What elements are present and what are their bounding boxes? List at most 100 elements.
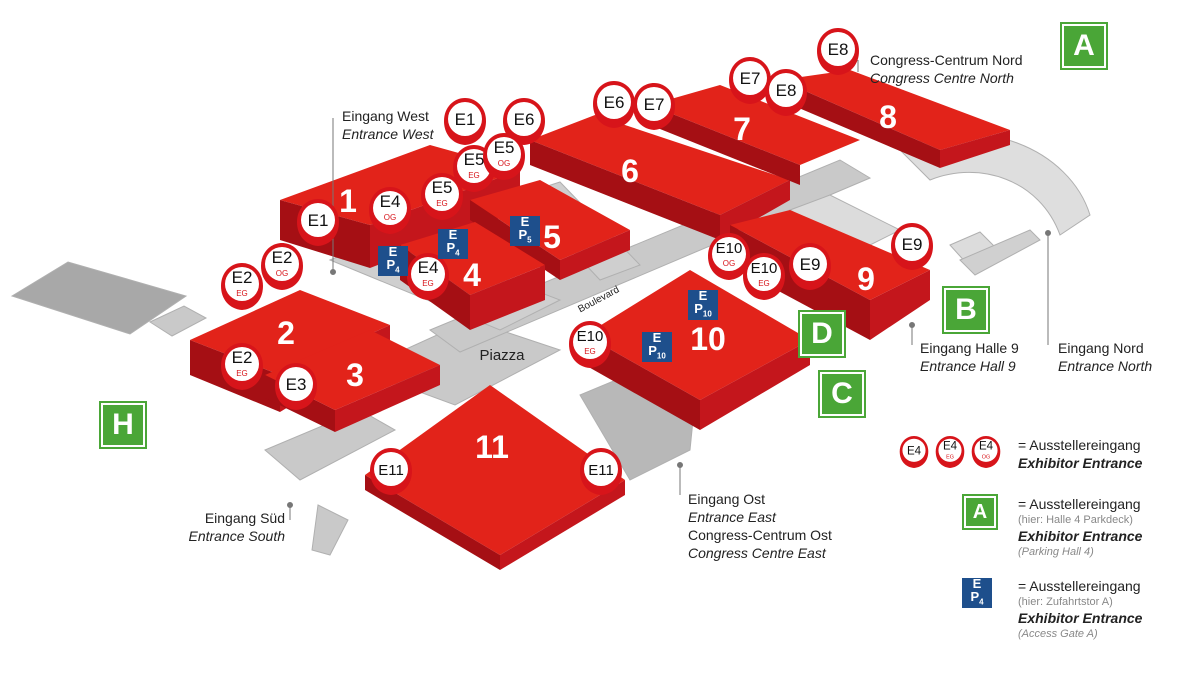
hall-5-number: 5 [543, 219, 561, 255]
pin-e6b-label: E6 [514, 110, 535, 129]
label-entrance-west: Eingang West Entrance West [342, 108, 434, 142]
pin-e5eg1-label: E5 [464, 150, 485, 169]
bridge-west [148, 305, 208, 337]
entrance-h[interactable]: H [99, 401, 147, 449]
pin-e5og-label: E5 [494, 138, 515, 157]
legend-pins-text: = Ausstellereingang Exhibitor Entrance [1018, 437, 1143, 471]
hall-7-number: 7 [733, 111, 751, 147]
pin-e9a[interactable]: E9 [789, 243, 831, 290]
pin-e4og-floor: OG [384, 213, 396, 222]
pin-e9b[interactable]: E9 [891, 223, 933, 270]
legend-pin-2-floor: OG [982, 454, 990, 460]
parking-p4b[interactable]: E P4 [438, 228, 468, 259]
pin-e5eg2-label: E5 [432, 178, 453, 197]
pin-e7b-label: E7 [644, 95, 665, 114]
legend-entrance-letter: A [962, 494, 998, 530]
pin-e8b[interactable]: E8 [765, 69, 807, 116]
pin-e10eg2-floor: EG [584, 347, 596, 356]
entrance-d[interactable]: D [798, 310, 846, 358]
parking-p10b[interactable]: E P10 [642, 331, 672, 362]
hall-7[interactable] [650, 85, 860, 185]
hall-8[interactable] [780, 70, 1010, 168]
legend-pin-0[interactable]: E4 [899, 436, 929, 468]
pin-e4eg-label: E4 [418, 258, 439, 277]
pin-e11b[interactable]: E11 [580, 448, 622, 495]
pin-e11b-label: E11 [588, 462, 614, 479]
pin-e6a[interactable]: E6 [593, 81, 635, 128]
hall-10[interactable] [585, 270, 810, 430]
hall-4-number: 4 [463, 257, 481, 293]
pin-e5og-floor: OG [498, 159, 510, 168]
hall-6-number: 6 [621, 153, 639, 189]
entrance-a[interactable]: A [1060, 22, 1108, 70]
label-entrance-south: Eingang Süd Entrance South [188, 510, 285, 544]
pin-e9a-label: E9 [800, 255, 821, 274]
pin-e3-label: E3 [286, 375, 307, 394]
pin-e8b-label: E8 [776, 81, 797, 100]
pin-e4og-label: E4 [380, 192, 401, 211]
pin-e1a[interactable]: E1 [444, 98, 486, 145]
legend-letter-text: = Ausstellereingang (hier: Halle 4 Parkd… [1018, 496, 1143, 558]
parking-p5[interactable]: E P5 [510, 215, 540, 246]
parking-p4a[interactable]: E P4 [378, 245, 408, 276]
hall-2-number: 2 [277, 315, 295, 351]
halls [190, 70, 1010, 570]
south-stair [311, 504, 349, 556]
legend-parking-marker: E P4 [962, 577, 992, 608]
pin-e1b[interactable]: E1 [297, 199, 339, 246]
label-congress-centre-north: Congress-Centrum Nord Congress Centre No… [870, 52, 1023, 86]
pin-e2eg1-floor: EG [236, 289, 248, 298]
pin-e10og-floor: OG [723, 259, 735, 268]
pin-e4eg-floor: EG [422, 279, 434, 288]
entrance-c[interactable]: C [818, 370, 866, 418]
parking-p10a[interactable]: E P10 [688, 289, 718, 320]
pin-e6b[interactable]: E6 [503, 98, 545, 145]
pin-e2eg2-floor: EG [236, 369, 248, 378]
pin-e8[interactable]: E8 [817, 28, 859, 75]
legend-pin-1-floor: EG [946, 454, 954, 460]
pin-e8-label: E8 [828, 40, 849, 59]
pin-e10og-label: E10 [716, 240, 743, 257]
hall-11[interactable] [365, 385, 625, 570]
pin-e2og-floor: OG [276, 269, 288, 278]
pin-e9b-label: E9 [902, 235, 923, 254]
pin-e6a-label: E6 [604, 93, 625, 112]
pin-e3[interactable]: E3 [275, 363, 317, 410]
pin-e2eg1-label: E2 [232, 268, 253, 287]
entrance-b[interactable]: B [942, 286, 990, 334]
label-entrance-hall9: Eingang Halle 9 Entrance Hall 9 [920, 340, 1019, 374]
hall-1-number: 1 [339, 183, 357, 219]
legend-parking-text: = Ausstellereingang (hier: Zufahrtstor A… [1018, 578, 1143, 640]
pin-e7a-label: E7 [740, 69, 761, 88]
pin-e10eg2-label: E10 [577, 328, 604, 345]
hall-10-number: 10 [690, 321, 726, 357]
pin-e11a-label: E11 [378, 462, 404, 479]
label-entrance-east: Eingang Ost Entrance East Congress-Centr… [688, 491, 832, 561]
pin-e7b[interactable]: E7 [633, 83, 675, 130]
hall9-annex [959, 229, 1041, 276]
pin-e10eg1-label: E10 [751, 260, 778, 277]
pin-e11a[interactable]: E11 [370, 448, 412, 495]
parking-building-west [10, 261, 188, 335]
hall-9-number: 9 [857, 261, 875, 297]
pin-e5eg1-floor: EG [468, 171, 480, 180]
pin-e1a-label: E1 [455, 110, 476, 129]
pin-e7a[interactable]: E7 [729, 57, 771, 104]
pin-e2og-label: E2 [272, 248, 293, 267]
